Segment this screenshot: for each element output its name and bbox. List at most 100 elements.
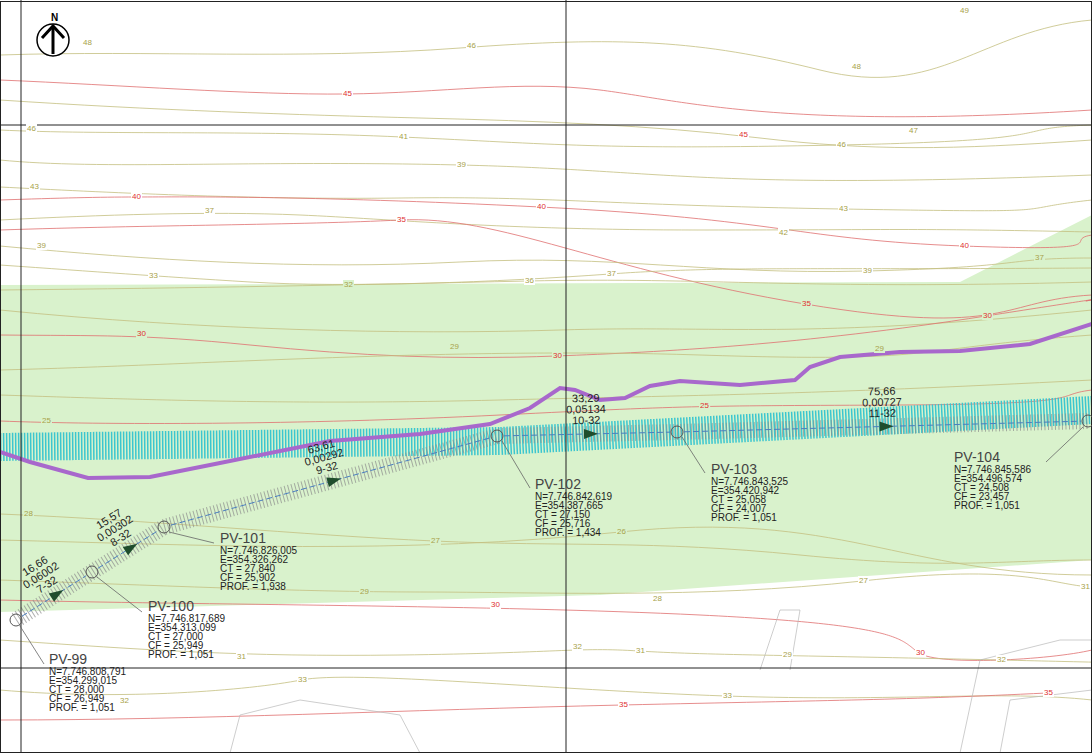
contour-label: 40 [131, 192, 142, 201]
contour-label: 27 [430, 536, 441, 545]
contour-label: 45 [342, 89, 353, 98]
manhole-id: PV-100 [148, 598, 225, 614]
green-area [0, 215, 1092, 612]
pipe-label: 15,57 0,00302 8-32 [85, 501, 145, 555]
contour-label: 33 [148, 271, 159, 280]
manhole-circle [85, 565, 99, 579]
manhole-label: PV-104N=7.746.845,586E=354.496,574CT = 2… [954, 449, 1031, 510]
contour-label: 30 [915, 648, 926, 657]
manhole-data: E=354.313,099 [148, 623, 225, 632]
manhole-data: PROF. = 1,051 [148, 650, 225, 659]
manhole-data: CF = 23,457 [954, 492, 1031, 501]
manhole-data: E=354.326,262 [220, 555, 297, 564]
contour-label: 39 [456, 160, 467, 169]
pipe-corridor [16, 421, 1088, 620]
pipe-label: 33,29 0,05134 10-32 [561, 392, 612, 426]
contour-label: 36 [524, 276, 535, 285]
flow-arrow [123, 544, 138, 556]
contour-label: 28 [23, 509, 34, 518]
manhole-circle [9, 613, 23, 627]
manhole-circle [670, 425, 684, 439]
flow-arrow [879, 422, 893, 432]
manhole-id: PV-102 [535, 476, 612, 492]
contour-label: 49 [959, 6, 970, 15]
manhole-data: N=7.746.808,791 [49, 667, 126, 676]
manhole-data: CF = 25,902 [220, 573, 297, 582]
lot-outlines [230, 610, 1092, 753]
manhole-data: N=7.746.842,619 [535, 492, 612, 501]
manhole-data: PROF. = 1,051 [954, 501, 1031, 510]
manhole-id: PV-104 [954, 449, 1031, 465]
contour-label: 30 [136, 329, 147, 338]
contour-label: 32 [119, 696, 130, 705]
manhole-circle [157, 520, 171, 534]
contour-label: 35 [396, 215, 407, 224]
manhole-data: CF = 26,949 [49, 694, 126, 703]
manhole-data: E=354.420,942 [711, 486, 788, 495]
leader-lines [20, 427, 1083, 664]
contour-label: 26 [616, 527, 627, 536]
manhole-data: CF = 25,716 [535, 519, 612, 528]
manhole-label: PV-102N=7.746.842,619E=354.387,665CT = 2… [535, 476, 612, 537]
manhole-data: PROF. = 1,051 [49, 703, 126, 712]
manhole-data: PROF. = 1,938 [220, 582, 297, 591]
manhole-data: CF = 25,949 [148, 641, 225, 650]
contour-label: 40 [536, 202, 547, 211]
manhole-data: E=354.387,665 [535, 501, 612, 510]
manhole-data: CT = 27,000 [148, 632, 225, 641]
manhole-id: PV-99 [49, 651, 126, 667]
manhole-node: PV-103N=7.746.843,525E=354.420,942CT = 2… [670, 425, 684, 439]
manhole-data: N=7.746.826,005 [220, 546, 297, 555]
contour-label: 30 [490, 600, 501, 609]
contour-label: 28 [652, 594, 663, 603]
manhole-node: PV-102N=7.746.842,619E=354.387,665CT = 2… [490, 429, 504, 443]
cyan-band [0, 410, 1092, 447]
manhole-label: PV-103N=7.746.843,525E=354.420,942CT = 2… [711, 461, 788, 522]
manhole-data: CT = 28,000 [49, 685, 126, 694]
contour-label: 46 [466, 41, 477, 50]
contour-label: 33 [297, 675, 308, 684]
manhole-circle [1081, 414, 1092, 428]
contour-label: 42 [778, 228, 789, 237]
pipe-segment [504, 429, 670, 439]
manhole-node: PV-101N=7.746.826,005E=354.326,262CT = 2… [157, 520, 171, 534]
manhole-data: CT = 27,150 [535, 510, 612, 519]
contour-label: 39 [862, 266, 873, 275]
contour-label: 35 [618, 700, 629, 709]
flow-arrow [326, 478, 341, 488]
contour-label: 31 [1080, 582, 1091, 591]
manhole-data: CF = 24,007 [711, 504, 788, 513]
contour-label: 25 [41, 416, 52, 425]
manhole-id: PV-101 [220, 530, 297, 546]
manhole-data: CT = 25,058 [711, 495, 788, 504]
contour-label: 46 [26, 124, 37, 133]
contour-label: 43 [29, 182, 40, 191]
pipe-segment [684, 421, 1081, 432]
contour-label: 32 [343, 280, 354, 289]
contour-label: 40 [959, 241, 970, 250]
contour-label: 30 [552, 351, 563, 360]
manhole-node: PV-104N=7.746.845,586E=354.496,574CT = 2… [1081, 414, 1092, 428]
manhole-circle [490, 429, 504, 443]
manhole-node: PV-100N=7.746.817,689E=354.313,099CT = 2… [85, 565, 99, 579]
contour-label: 35 [801, 299, 812, 308]
manhole-label: PV-100N=7.746.817,689E=354.313,099CT = 2… [148, 598, 225, 659]
manhole-data: PROF. = 1,434 [535, 528, 612, 537]
north-letter: N [50, 13, 59, 22]
manhole-node: PV-99N=7.746.808,791E=354.299,015CT = 28… [9, 613, 23, 627]
contour-label: 48 [82, 38, 93, 47]
flow-arrow [49, 590, 64, 602]
north-arrow [37, 24, 69, 56]
contour-label: 29 [874, 344, 885, 353]
contour-label: 31 [236, 652, 247, 661]
contour-label: 35 [1043, 688, 1054, 697]
contour-label: 31 [635, 646, 646, 655]
manhole-data: E=354.496,574 [954, 474, 1031, 483]
contour-label: 47 [908, 126, 919, 135]
pipe-label: 16,66 0,06002 7-32 [11, 548, 71, 603]
purple-line [0, 324, 1092, 478]
contour-label: 27 [858, 576, 869, 585]
contour-label: 39 [36, 241, 47, 250]
contour-label: 29 [449, 342, 460, 351]
